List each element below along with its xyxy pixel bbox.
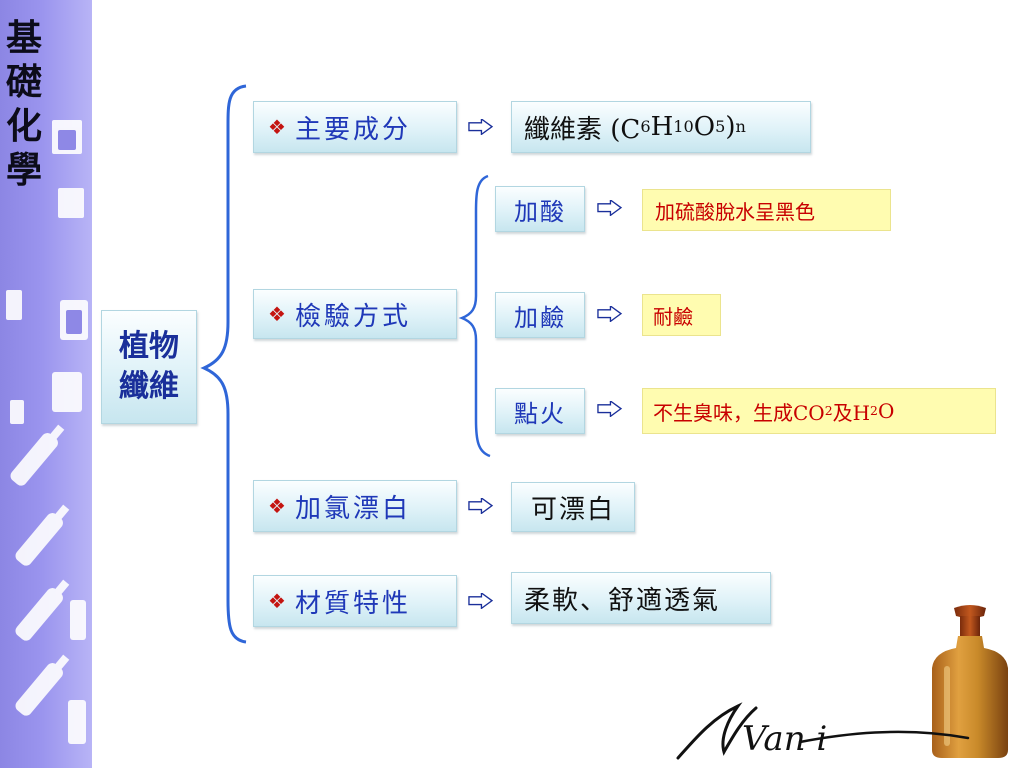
vani-signature-icon: Van i [676, 702, 970, 760]
test-fire: 點火 [495, 388, 585, 434]
branch-label: 檢驗方式 [294, 301, 411, 332]
branch-bleach: ❖ 加氯漂白 [253, 480, 457, 532]
diamond-bullet-icon: ❖ [268, 302, 289, 326]
root-line: 纖維 [119, 369, 179, 404]
branch-label: 加氯漂白 [294, 493, 411, 524]
diamond-bullet-icon: ❖ [268, 589, 289, 613]
result-text: 纖維素 (C [524, 114, 641, 145]
main-brace [200, 84, 247, 644]
result-text: O [693, 112, 716, 142]
side-decoration-strip: 基 礎 化 學 [0, 0, 92, 768]
test-label: 加鹼 [514, 303, 566, 332]
side-title-char: 基 [5, 17, 42, 59]
result-text: 不生臭味，生成CO [653, 400, 825, 425]
side-title-char: 化 [5, 105, 42, 147]
result-base: 耐鹼 [642, 294, 721, 336]
result-text: H [650, 112, 674, 142]
result-bleach: 可漂白 [511, 482, 635, 532]
double-arrow-right-icon [597, 200, 623, 216]
branch-test: ❖ 檢驗方式 [253, 289, 457, 339]
test-label: 點火 [514, 399, 566, 428]
branch-label: 主要成分 [294, 114, 411, 145]
double-arrow-right-icon [468, 498, 494, 514]
bottle-silhouettes-icon [6, 120, 88, 744]
result-text: 柔軟、舒適透氣 [524, 585, 721, 616]
root-node: 植物 纖維 [101, 310, 197, 424]
branch-label: 材質特性 [294, 588, 411, 619]
test-acid: 加酸 [495, 186, 585, 232]
brown-bottle-icon [932, 605, 1008, 758]
test-brace [458, 174, 491, 458]
result-text: O [877, 399, 895, 423]
result-text: 可漂白 [530, 494, 615, 525]
branch-property: ❖ 材質特性 [253, 575, 457, 627]
side-title: 基 礎 化 學 [2, 16, 46, 192]
double-arrow-right-icon [597, 306, 623, 322]
result-text: 加硫酸脫水呈黑色 [655, 199, 815, 224]
diamond-bullet-icon: ❖ [268, 115, 289, 139]
diamond-bullet-icon: ❖ [268, 494, 289, 518]
branch-composition: ❖ 主要成分 [253, 101, 457, 153]
result-property: 柔軟、舒適透氣 [511, 572, 771, 624]
result-text: ) [725, 112, 736, 142]
test-label: 加酸 [514, 197, 566, 226]
result-text: 耐鹼 [653, 304, 693, 329]
root-line: 植物 [119, 329, 179, 364]
double-arrow-right-icon [597, 401, 623, 417]
test-base: 加鹼 [495, 292, 585, 338]
side-title-char: 學 [5, 149, 42, 191]
result-acid: 加硫酸脫水呈黑色 [642, 189, 891, 231]
double-arrow-right-icon [468, 119, 494, 135]
double-arrow-right-icon [468, 593, 494, 609]
result-text: 及H [832, 400, 871, 425]
side-title-char: 礎 [5, 61, 42, 103]
